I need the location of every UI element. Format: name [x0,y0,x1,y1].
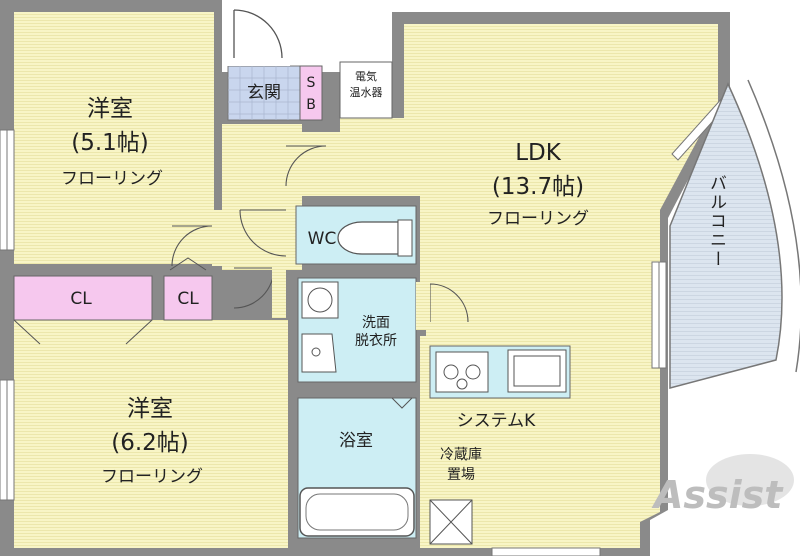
ldk-name: LDK [515,140,561,166]
balcony-label: バルコニー [706,174,726,269]
toilet-label: WC [307,229,337,249]
assist-logo-mark: Assist [651,454,794,517]
western-room-2-floor [14,320,288,548]
washroom-label-2: 脱衣所 [355,333,397,349]
western-room-1-size: (5.1帖) [71,130,149,156]
entrance-door [233,9,283,59]
bath-label: 浴室 [339,431,373,451]
washing-machine [301,281,339,319]
balcony [669,82,783,389]
shoe-box [299,65,323,121]
western-room-1-floor [14,12,214,264]
western-room-2-size: (6.2帖) [111,430,189,456]
water-heater-label-1: 電気 [355,70,377,83]
stove [435,351,489,393]
shoebox-label-b: B [306,97,316,113]
toilet-bowl [337,221,399,255]
kitchen-label: システムK [456,411,536,431]
entrance-label: 玄関 [247,83,281,103]
western-room-1-floor-type: フローリング [61,169,163,189]
western-room-2-name: 洋室 [127,396,173,422]
western-room-1-name: 洋室 [87,96,133,122]
fridge-label-1: 冷蔵庫 [440,447,482,463]
closet-a-label: CL [70,289,92,309]
western-room-2-floor-type: フローリング [101,467,203,487]
ldk-size: (13.7帖) [491,174,585,200]
assist-logo: Assist [650,454,800,524]
closet-b [163,275,213,321]
ldk-floor [222,24,718,548]
sink [507,349,567,393]
ldk-floor-type: フローリング [487,209,589,229]
hall-floor [222,124,302,270]
shoebox-label-s: S [306,75,316,91]
door-ldk [285,145,327,187]
door-western-1 [171,225,213,267]
door-wc [239,209,287,257]
water-heater-label-2: 温水器 [349,86,383,99]
closet-b-label: CL [177,289,199,309]
fridge-label-2: 置場 [447,467,475,483]
wash-basin [301,333,337,373]
washroom-label-1: 洗面 [362,315,390,331]
water-heater [339,61,393,119]
closet-a [13,275,153,321]
assist-logo-text: Assist [651,473,784,517]
